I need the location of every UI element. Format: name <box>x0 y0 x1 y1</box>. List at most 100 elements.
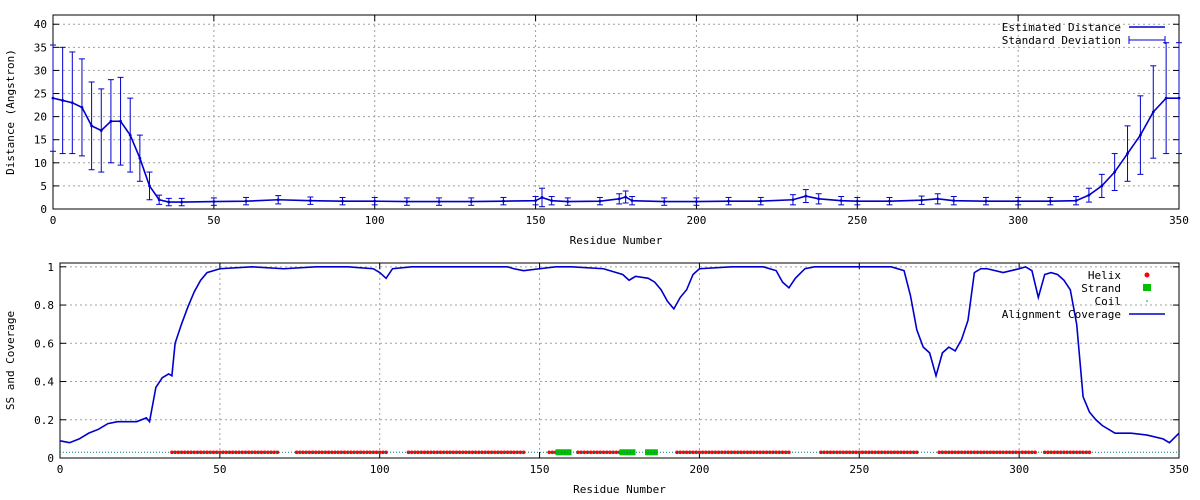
helix-point <box>1030 450 1034 455</box>
helix-point <box>915 450 919 455</box>
helix-point <box>419 450 424 455</box>
helix-point <box>675 450 679 455</box>
y-tick-label: 40 <box>34 18 47 31</box>
helix-point <box>854 450 858 455</box>
y-tick-label: 0.8 <box>34 299 54 312</box>
y-tick-label: 35 <box>34 41 47 54</box>
helix-point <box>732 450 737 455</box>
helix-point <box>432 450 436 455</box>
y-tick-label: 0 <box>40 203 47 216</box>
y-tick-label: 0.4 <box>34 376 54 389</box>
helix-point <box>831 450 836 455</box>
helix-point <box>681 450 686 455</box>
helix-point <box>173 450 177 455</box>
helix-point <box>707 450 711 455</box>
helix-point <box>735 450 740 455</box>
x-tick-label: 250 <box>847 214 867 227</box>
helix-point <box>195 450 200 455</box>
helix-point <box>416 450 420 455</box>
helix-point <box>234 450 238 455</box>
x-tick-label: 0 <box>57 463 64 476</box>
helix-point <box>377 450 382 455</box>
helix-point <box>326 450 331 455</box>
helix-point <box>828 450 833 455</box>
helix-point <box>1049 450 1053 455</box>
helix-point <box>240 450 245 455</box>
helix-point <box>777 450 782 455</box>
helix-point <box>246 450 251 455</box>
helix-point <box>953 450 957 455</box>
legend-label: Coil <box>1095 295 1122 308</box>
helix-point <box>441 450 446 455</box>
x-tick-label: 200 <box>686 214 706 227</box>
y-tick-label: 10 <box>34 157 47 170</box>
helix-point <box>230 450 235 455</box>
helix-point <box>863 450 868 455</box>
helix-point <box>1026 450 1031 455</box>
x-tick-label: 100 <box>365 214 385 227</box>
helix-point <box>684 450 689 455</box>
helix-point <box>269 450 273 455</box>
helix-point <box>368 450 372 455</box>
helix-point <box>1007 450 1012 455</box>
x-axis-label: Residue Number <box>570 234 663 247</box>
helix-point <box>275 450 280 455</box>
helix-point <box>192 450 197 455</box>
helix-point <box>688 450 692 455</box>
helix-point <box>297 450 302 455</box>
helix-point <box>978 450 983 455</box>
helix-point <box>822 450 826 455</box>
x-tick-label: 150 <box>530 463 550 476</box>
helix-point <box>787 450 791 455</box>
helix-point <box>1074 450 1079 455</box>
y-tick-label: 0 <box>47 452 54 465</box>
helix-point <box>950 450 954 455</box>
helix-point <box>905 450 910 455</box>
helix-point <box>780 450 785 455</box>
helix-point <box>243 450 248 455</box>
helix-point <box>1058 450 1063 455</box>
plot-frame <box>59 262 1180 459</box>
helix-point <box>713 450 718 455</box>
helix-point <box>342 450 347 455</box>
helix-point <box>1078 450 1082 455</box>
helix-point <box>227 450 232 455</box>
helix-point <box>473 450 478 455</box>
helix-point <box>860 450 865 455</box>
helix-point <box>720 450 724 455</box>
helix-point <box>182 450 187 455</box>
helix-point <box>301 450 305 455</box>
helix-point <box>464 450 468 455</box>
helix-point <box>438 450 443 455</box>
legend-strand-swatch <box>1143 284 1151 291</box>
legend-coil-swatch <box>1146 300 1148 302</box>
helix-point <box>323 450 328 455</box>
helix-point <box>489 450 494 455</box>
legend-label: Helix <box>1088 269 1121 282</box>
helix-point <box>975 450 980 455</box>
helix-point <box>1017 450 1021 455</box>
helix-point <box>857 450 862 455</box>
helix-point <box>470 450 475 455</box>
helix-point <box>867 450 871 455</box>
helix-point <box>966 450 970 455</box>
helix-point <box>320 450 324 455</box>
helix-point <box>294 450 299 455</box>
helix-point <box>959 450 964 455</box>
legend-helix-swatch <box>1144 272 1150 278</box>
helix-point <box>202 450 206 455</box>
helix-point <box>972 450 977 455</box>
helix-point <box>384 450 388 455</box>
helix-point <box>758 450 762 455</box>
legend-label: Standard Deviation <box>1002 34 1121 47</box>
helix-point <box>576 450 580 455</box>
helix-point <box>902 450 906 455</box>
helix-point <box>198 450 203 455</box>
helix-point <box>429 450 433 455</box>
helix-point <box>381 450 385 455</box>
helix-point <box>962 450 967 455</box>
helix-point <box>518 450 523 455</box>
